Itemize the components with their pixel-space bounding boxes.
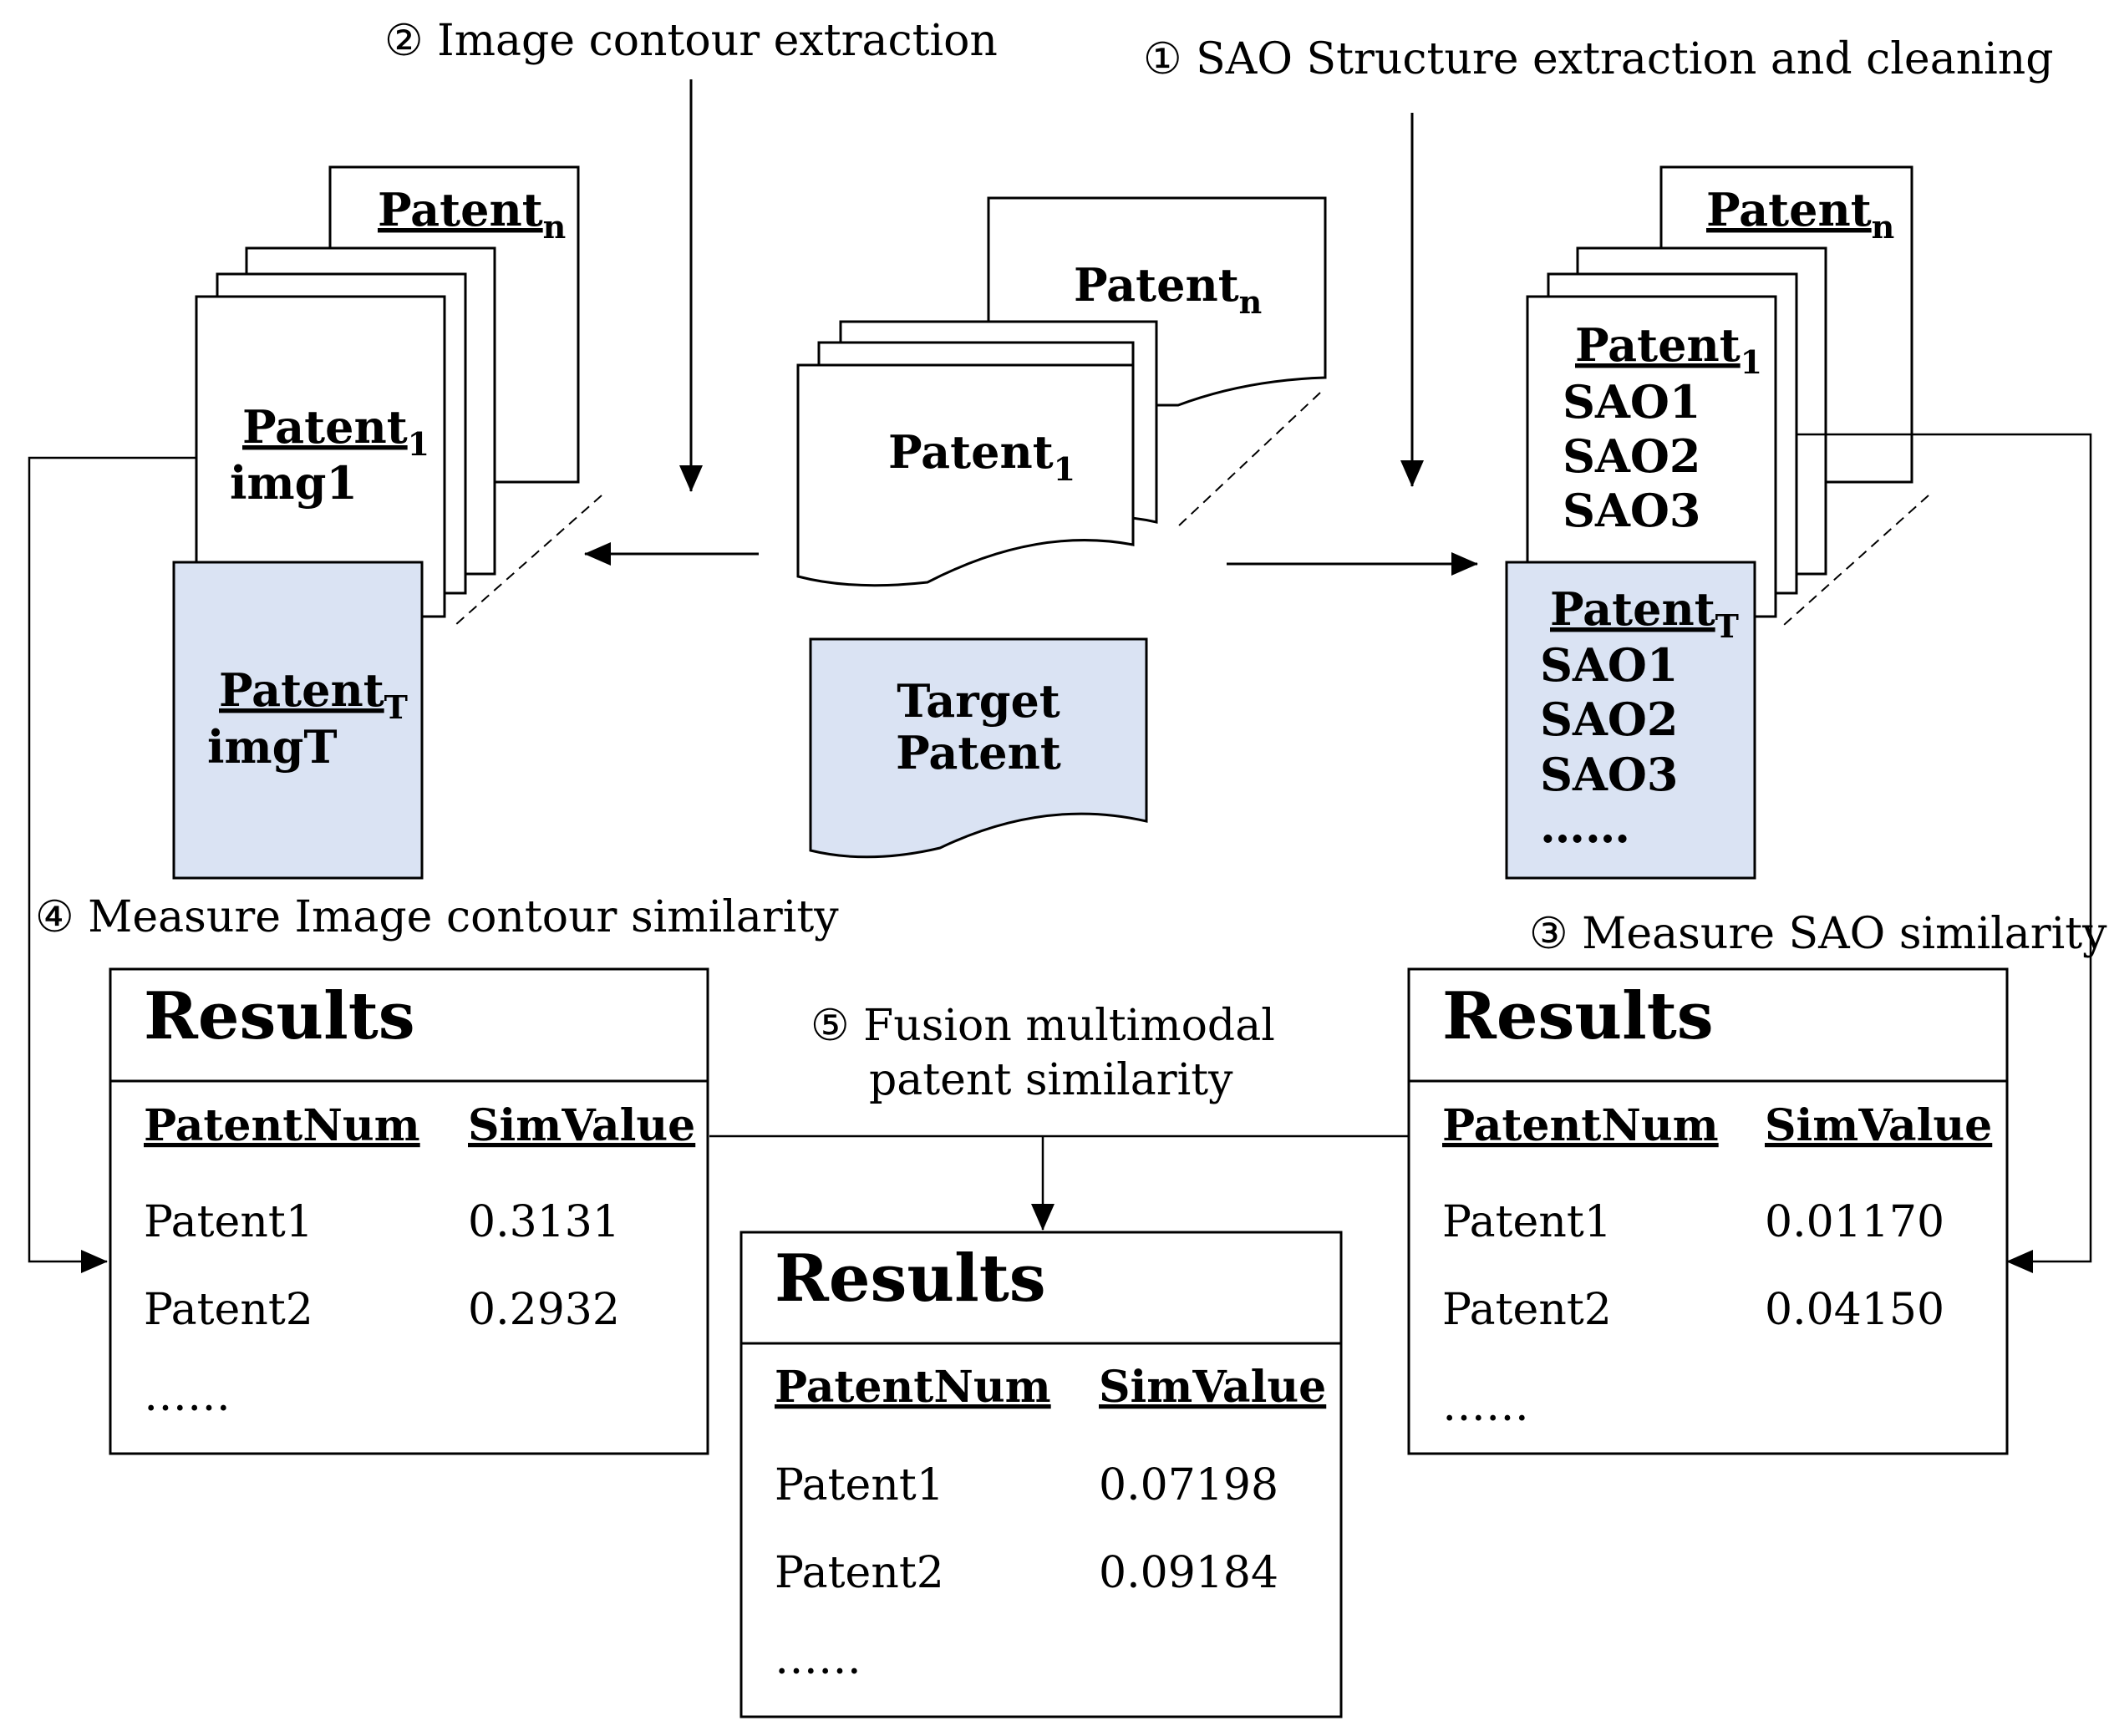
left-doc-target-img: imgT [207,720,338,774]
image-contour-stack: Patentn Patent1 img1 PatentT imgT [172,165,602,880]
results-image-col-patentnum: PatentNum [144,1100,420,1151]
step-4-label: ④ Measure Image contour similarity [35,892,839,942]
center-doc-front-label: Patent1 [888,425,1075,488]
results-fused-row1-value: 0.07198 [1099,1460,1278,1510]
right-doc-target-more: …… [1540,799,1630,853]
right-doc-target-label: PatentT [1550,582,1739,645]
results-image-row1-patent: Patent1 [144,1197,313,1247]
results-table-sao: Results PatentNum SimValue Patent1 0.011… [1407,967,2009,1455]
results-table-fused: Results PatentNum SimValue Patent1 0.071… [739,1231,1343,1718]
center-doc-front [796,363,1135,587]
results-sao-col-patentnum: PatentNum [1442,1100,1719,1151]
target-patent-line1: Target [897,674,1060,728]
right-doc-back-label: Patentn [1706,183,1894,246]
right-doc-target-sao2: SAO2 [1540,693,1679,746]
right-doc-front-sao3: SAO3 [1563,484,1701,537]
target-patent-line2: Patent [896,726,1061,779]
results-image-row2-patent: Patent2 [144,1285,313,1335]
results-sao-title: Results [1442,978,1714,1054]
right-doc-front-sao1: SAO1 [1563,375,1701,429]
results-sao-more: …… [1442,1381,1529,1431]
results-fused-col-simvalue: SimValue [1099,1362,1326,1413]
results-table-image: Results PatentNum SimValue Patent1 0.313… [109,967,709,1455]
center-patent-stack: Patentn Patent1 [796,196,1327,587]
results-sao-row2-patent: Patent2 [1442,1285,1612,1335]
results-sao-row1-patent: Patent1 [1442,1197,1612,1247]
stack-continuation-line [1177,392,1321,527]
results-image-more: …… [144,1371,231,1421]
results-sao-frame [1407,967,2009,1455]
left-doc-back-label: Patentn [378,183,566,246]
sao-stack: Patentn Patent1 SAO1 SAO2 SAO3 PatentT S… [1505,165,1929,880]
target-patent-shape [809,637,1148,859]
results-fused-row1-patent: Patent1 [775,1460,944,1510]
left-doc-target [172,561,424,880]
right-doc-front-sao2: SAO2 [1563,429,1701,483]
results-image-row2-value: 0.2932 [468,1285,620,1335]
step-5-label-line1: ⑤ Fusion multimodal [811,1001,1275,1051]
results-image-frame [109,967,709,1455]
step-3-label: ③ Measure SAO similarity [1529,909,2107,959]
step-1-label: ① SAO Structure extraction and cleaning [1143,34,2054,84]
connector-image-to-results [28,456,196,1273]
target-patent: Target Patent [809,637,1148,859]
results-image-title: Results [144,978,415,1054]
left-doc-target-label: PatentT [219,663,408,726]
step-2-label: ② Image contour extraction [384,16,998,66]
connector-sao-to-results [1796,433,2092,1273]
results-fused-row2-value: 0.09184 [1099,1548,1278,1598]
results-fused-col-patentnum: PatentNum [775,1362,1051,1413]
step-5-label-line2: patent similarity [869,1055,1233,1105]
results-sao-row2-value: 0.04150 [1765,1285,1944,1335]
center-doc-back-label: Patentn [1074,258,1262,321]
left-doc-front-label: Patent1 [242,400,429,463]
results-sao-col-simvalue: SimValue [1765,1100,1992,1151]
left-doc-front-img: img1 [230,456,358,510]
right-doc-target-sao1: SAO1 [1540,638,1679,692]
results-fused-row2-patent: Patent2 [775,1548,944,1598]
right-doc-target-sao3: SAO3 [1540,748,1679,801]
results-fused-frame [739,1231,1343,1718]
results-sao-row1-value: 0.01170 [1765,1197,1944,1247]
right-doc-front-label: Patent1 [1575,318,1762,381]
results-fused-more: …… [775,1634,861,1684]
results-fused-title: Results [775,1241,1046,1317]
right-doc-target [1505,561,1756,880]
results-image-col-simvalue: SimValue [468,1100,695,1151]
results-image-row1-value: 0.3131 [468,1197,620,1247]
